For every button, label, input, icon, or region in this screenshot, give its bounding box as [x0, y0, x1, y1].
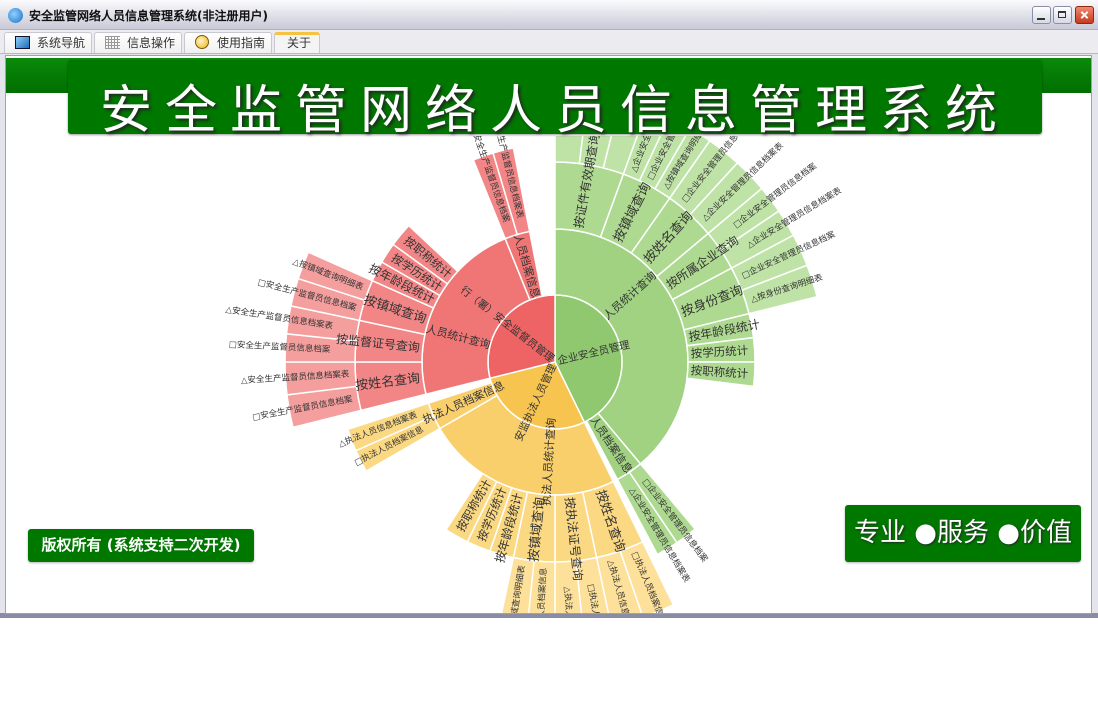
- tab-user-guide[interactable]: 使用指南: [184, 32, 272, 53]
- sunburst-label: 按镇域查询: [527, 496, 549, 562]
- sunburst-label: 按学历统计: [690, 343, 749, 361]
- sunburst-label: 按姓名查询: [354, 370, 420, 394]
- sunburst-chart: 企业安全员管理人员统计查询按证件有效期查询□企业安全管理员信息档案△企业安全管理…: [225, 136, 844, 613]
- sunburst-label: 按职称统计: [690, 363, 749, 381]
- sunburst-sector-depth-3[interactable]: [616, 471, 678, 556]
- help-icon: [195, 35, 209, 49]
- grid-icon: [105, 36, 120, 49]
- sunburst-sector-depth-3[interactable]: [346, 402, 435, 452]
- sunburst-sector-depth-3[interactable]: [392, 224, 459, 285]
- sunburst-sector-depth-3[interactable]: [492, 147, 531, 236]
- sunburst-label: 执法人员统计查询: [539, 417, 558, 506]
- tab-system-nav[interactable]: 系统导航: [4, 32, 92, 53]
- tab-about[interactable]: 关于: [274, 32, 320, 53]
- sunburst-sector-depth-3[interactable]: [686, 361, 756, 388]
- tab-label: 关于: [287, 36, 312, 50]
- app-logo-icon: [8, 8, 23, 23]
- sunburst-sectors: [284, 136, 818, 613]
- sunburst-sector-depth-3[interactable]: [445, 472, 498, 543]
- sunburst-body: 企业安全员管理人员统计查询按证件有效期查询□企业安全管理员信息档案△企业安全管理…: [225, 136, 844, 613]
- app-window: 安全监管网络人员信息管理系统(非注册用户) 系统导航 信息操作 使用指南 关于 …: [0, 0, 1098, 618]
- sunburst-label: □安全生产监督员信息档案: [229, 339, 331, 355]
- sunburst-label: □执法人员档案信息: [534, 567, 549, 613]
- tab-label: 系统导航: [37, 36, 86, 50]
- window-title: 安全监管网络人员信息管理系统(非注册用户): [29, 9, 268, 23]
- minimize-button[interactable]: [1032, 6, 1051, 24]
- copyright-badge: 版权所有 (系统支持二次开发): [28, 529, 254, 562]
- tab-label: 使用指南: [217, 36, 266, 50]
- minimize-icon: [1037, 18, 1045, 20]
- restore-icon: [1058, 11, 1066, 18]
- tab-label: 信息操作: [127, 36, 176, 50]
- restore-button[interactable]: [1053, 6, 1072, 24]
- banner: 安全监管网络人员信息管理系统: [68, 60, 1042, 141]
- banner-title: 安全监管网络人员信息管理系统: [99, 81, 1010, 141]
- tab-bar: 系统导航 信息操作 使用指南 关于: [0, 30, 1098, 54]
- slogan-badge: 专业 ●服务 ●价值: [845, 505, 1081, 562]
- monitor-icon: [15, 36, 30, 49]
- title-bar[interactable]: 安全监管网络人员信息管理系统(非注册用户): [0, 0, 1098, 30]
- about-panel: 企业安全员管理人员统计查询按证件有效期查询□企业安全管理员信息档案△企业安全管理…: [5, 55, 1092, 614]
- close-button[interactable]: [1075, 6, 1094, 24]
- tab-info-ops[interactable]: 信息操作: [94, 32, 182, 53]
